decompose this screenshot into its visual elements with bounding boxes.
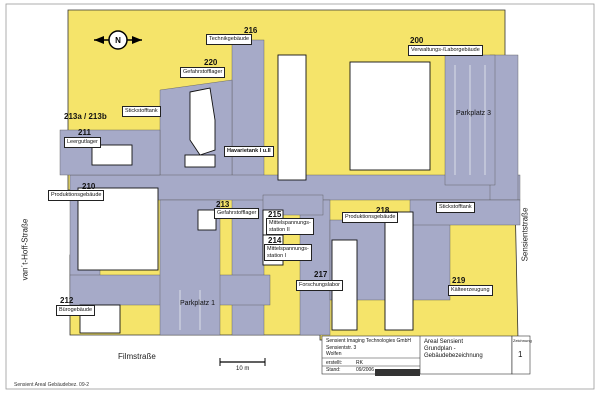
building-200-label: Verwaltungs-/Laborgebäude [408,45,483,56]
building-211-number: 211 [78,128,91,137]
parking-stripes [179,65,486,330]
building-217-label: Forschungslabor [296,280,343,291]
stickstofftank-2-label: Stickstofftank [436,202,475,213]
havarie-label: Havarietank I u.II [224,146,274,157]
building-214-number: 214 [268,236,282,245]
building-footprints [77,54,431,334]
building-215-label: Mittelspannungs- station II [266,218,314,235]
tb-erstellt-label: erstellt: [326,360,343,366]
building-200-number: 200 [410,36,424,45]
tb-zeichnung-value: 1 [518,350,523,359]
building-213-label: Gefahrstofflager [214,208,260,219]
street-film: Filmstraße [118,352,156,361]
building-216-label: Technikgebäude [206,34,253,45]
tb-erstellt-value: RK [356,360,363,366]
building-havarie [184,154,216,168]
redaction-mark [375,369,420,376]
building-217-number: 217 [314,270,328,279]
street-vant-hoff: van´t-Hoff-Straße [20,218,30,281]
scale-label: 10 m [236,366,250,372]
building-213ab-label: Stickstofftank [122,106,161,117]
title-block [321,335,531,375]
building-200 [349,61,431,171]
building-211 [91,144,133,166]
building-212-number: 212 [60,296,74,305]
tb-company: Sensient Imaging Technologies GmbH [326,338,411,344]
building-213-number: 213 [216,200,230,209]
tb-stand-value: 09/2006 [356,367,375,373]
building-218-label: Produktionsgebäude [342,212,399,223]
parkplatz-3-label: Parkplatz 3 [456,110,492,117]
tb-stand-label: Stand: [326,367,341,373]
building-220-number: 220 [204,58,218,67]
tb-address2: Wolfen [326,351,342,357]
building-220 [189,87,216,156]
tb-zeichnung-label: Zeichnung [513,338,532,343]
building-219-number: 219 [452,276,466,285]
parkplatz-1-label: Parkplatz 1 [180,300,216,307]
building-219-label: Kälteerzeugung [448,285,493,296]
building-218 [384,211,414,331]
building-210-label: Produktionsgebäude [48,190,105,201]
building-213ab-number: 213a / 213b [64,112,107,121]
building-212-label: Bürogebäude [56,305,96,316]
building-214-label: Mittelspannungs- station I [264,244,312,261]
footer-text: Sensient Areal Gebäudebez. 09-2 [14,382,90,388]
building-216-number: 216 [244,26,258,35]
tb-title1: Areal Sensient [424,339,464,345]
building-210 [77,187,159,271]
building-218-number: 218 [376,206,390,215]
tb-address1: Sensientstr. 3 [326,345,357,351]
tb-title3: Gebäudebezeichnung [424,353,483,359]
building-220-label: Gefahrstofflager [180,67,226,78]
building-215-number: 215 [268,210,282,219]
building-210-number: 210 [82,182,96,191]
svg-text:N: N [115,36,121,45]
street-sensient: Sensientstraße [520,207,530,262]
compass-icon: N [94,30,142,50]
building-216 [277,54,307,181]
scale-bar [219,358,266,366]
tb-title2: Grundplan - [424,346,456,352]
building-211-label: Leergutlager [64,137,101,148]
building-213 [197,209,217,231]
